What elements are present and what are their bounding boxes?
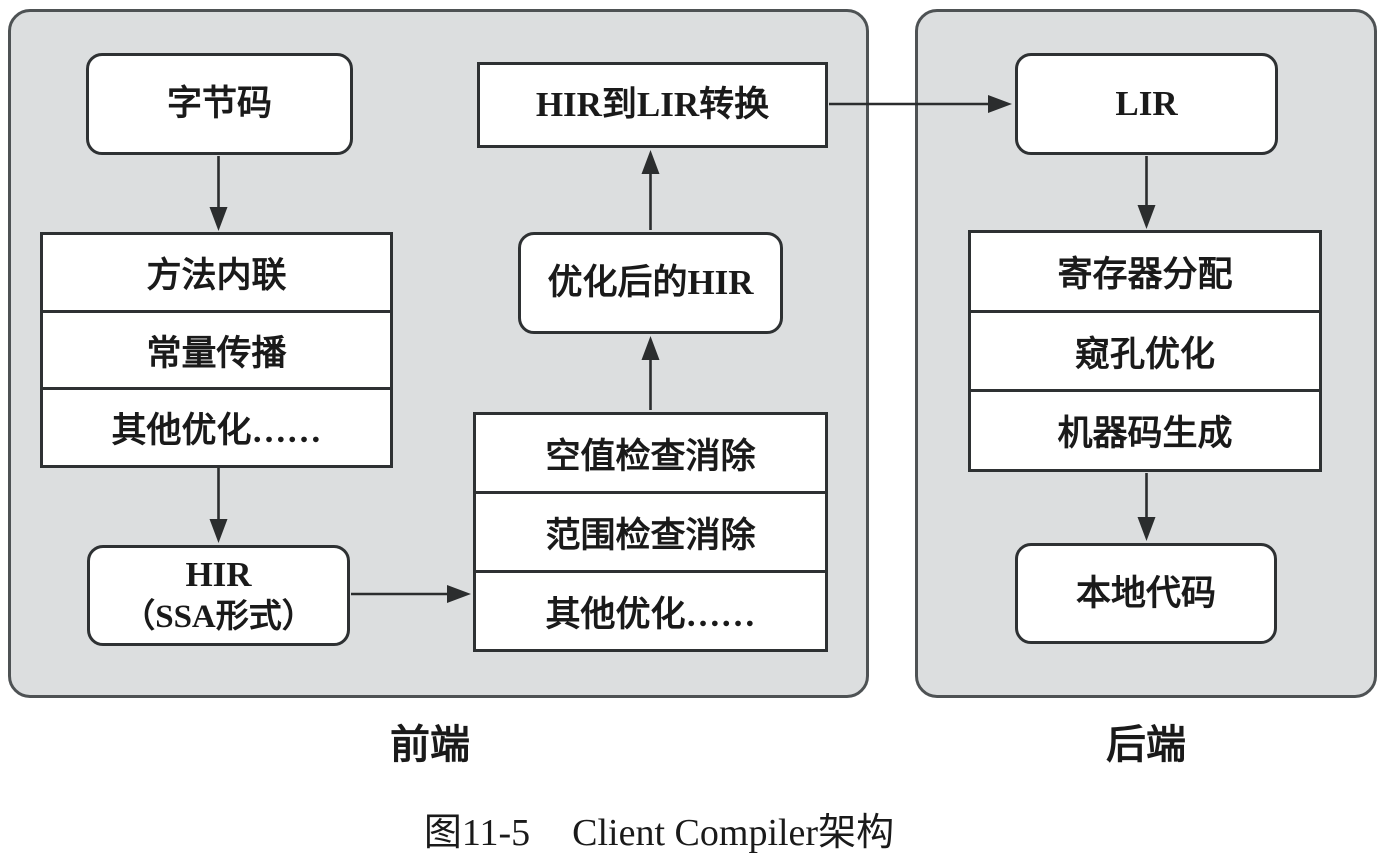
figure-caption-number: 图11-5 bbox=[423, 812, 531, 854]
other-optimizations-row: 其他优化…… bbox=[43, 387, 390, 465]
constant-propagation-row: 常量传播 bbox=[43, 309, 390, 388]
native-code-label: 本地代码 bbox=[1075, 573, 1216, 613]
machine-code-generation-row: 机器码生成 bbox=[971, 389, 1319, 469]
frontend-zone-label: 前端 bbox=[390, 722, 470, 767]
check-elimination-stack: 空值检查消除 范围检查消除 其他优化…… bbox=[473, 412, 828, 652]
method-inlining-row: 方法内联 bbox=[146, 255, 287, 295]
hir-ssa-line1: HIR bbox=[185, 555, 252, 594]
hir-ssa-line2: （SSA形式） bbox=[122, 598, 315, 635]
lir-node: LIR bbox=[1015, 53, 1278, 155]
lir-label: LIR bbox=[1115, 84, 1178, 124]
range-check-elimination-row: 范围检查消除 bbox=[476, 491, 825, 570]
hir-to-lir-node: HIR到LIR转换 bbox=[477, 62, 828, 148]
optimized-hir-label: 优化后的HIR bbox=[547, 263, 754, 303]
frontend-optimization-stack: 方法内联 常量传播 其他优化…… bbox=[40, 232, 393, 468]
backend-zone-label: 后端 bbox=[1106, 722, 1186, 767]
peephole-optimization-row: 窥孔优化 bbox=[971, 309, 1319, 390]
bytecode-label: 字节码 bbox=[166, 84, 272, 124]
backend-codegen-stack: 寄存器分配 窥孔优化 机器码生成 bbox=[968, 230, 1322, 472]
register-allocation-row: 寄存器分配 bbox=[1057, 254, 1233, 294]
figure-caption-title: Client Compiler架构 bbox=[572, 812, 895, 854]
hir-ssa-node: HIR （SSA形式） bbox=[87, 545, 350, 646]
native-code-node: 本地代码 bbox=[1015, 543, 1277, 644]
bytecode-node: 字节码 bbox=[86, 53, 353, 155]
null-check-elimination-row: 空值检查消除 bbox=[545, 436, 756, 476]
figure-caption: 图11-5 Client Compiler架构 bbox=[0, 801, 1354, 856]
other-optimizations-row2: 其他优化…… bbox=[476, 570, 825, 649]
hir-to-lir-label: HIR到LIR转换 bbox=[535, 85, 770, 125]
optimized-hir-node: 优化后的HIR bbox=[518, 232, 783, 334]
